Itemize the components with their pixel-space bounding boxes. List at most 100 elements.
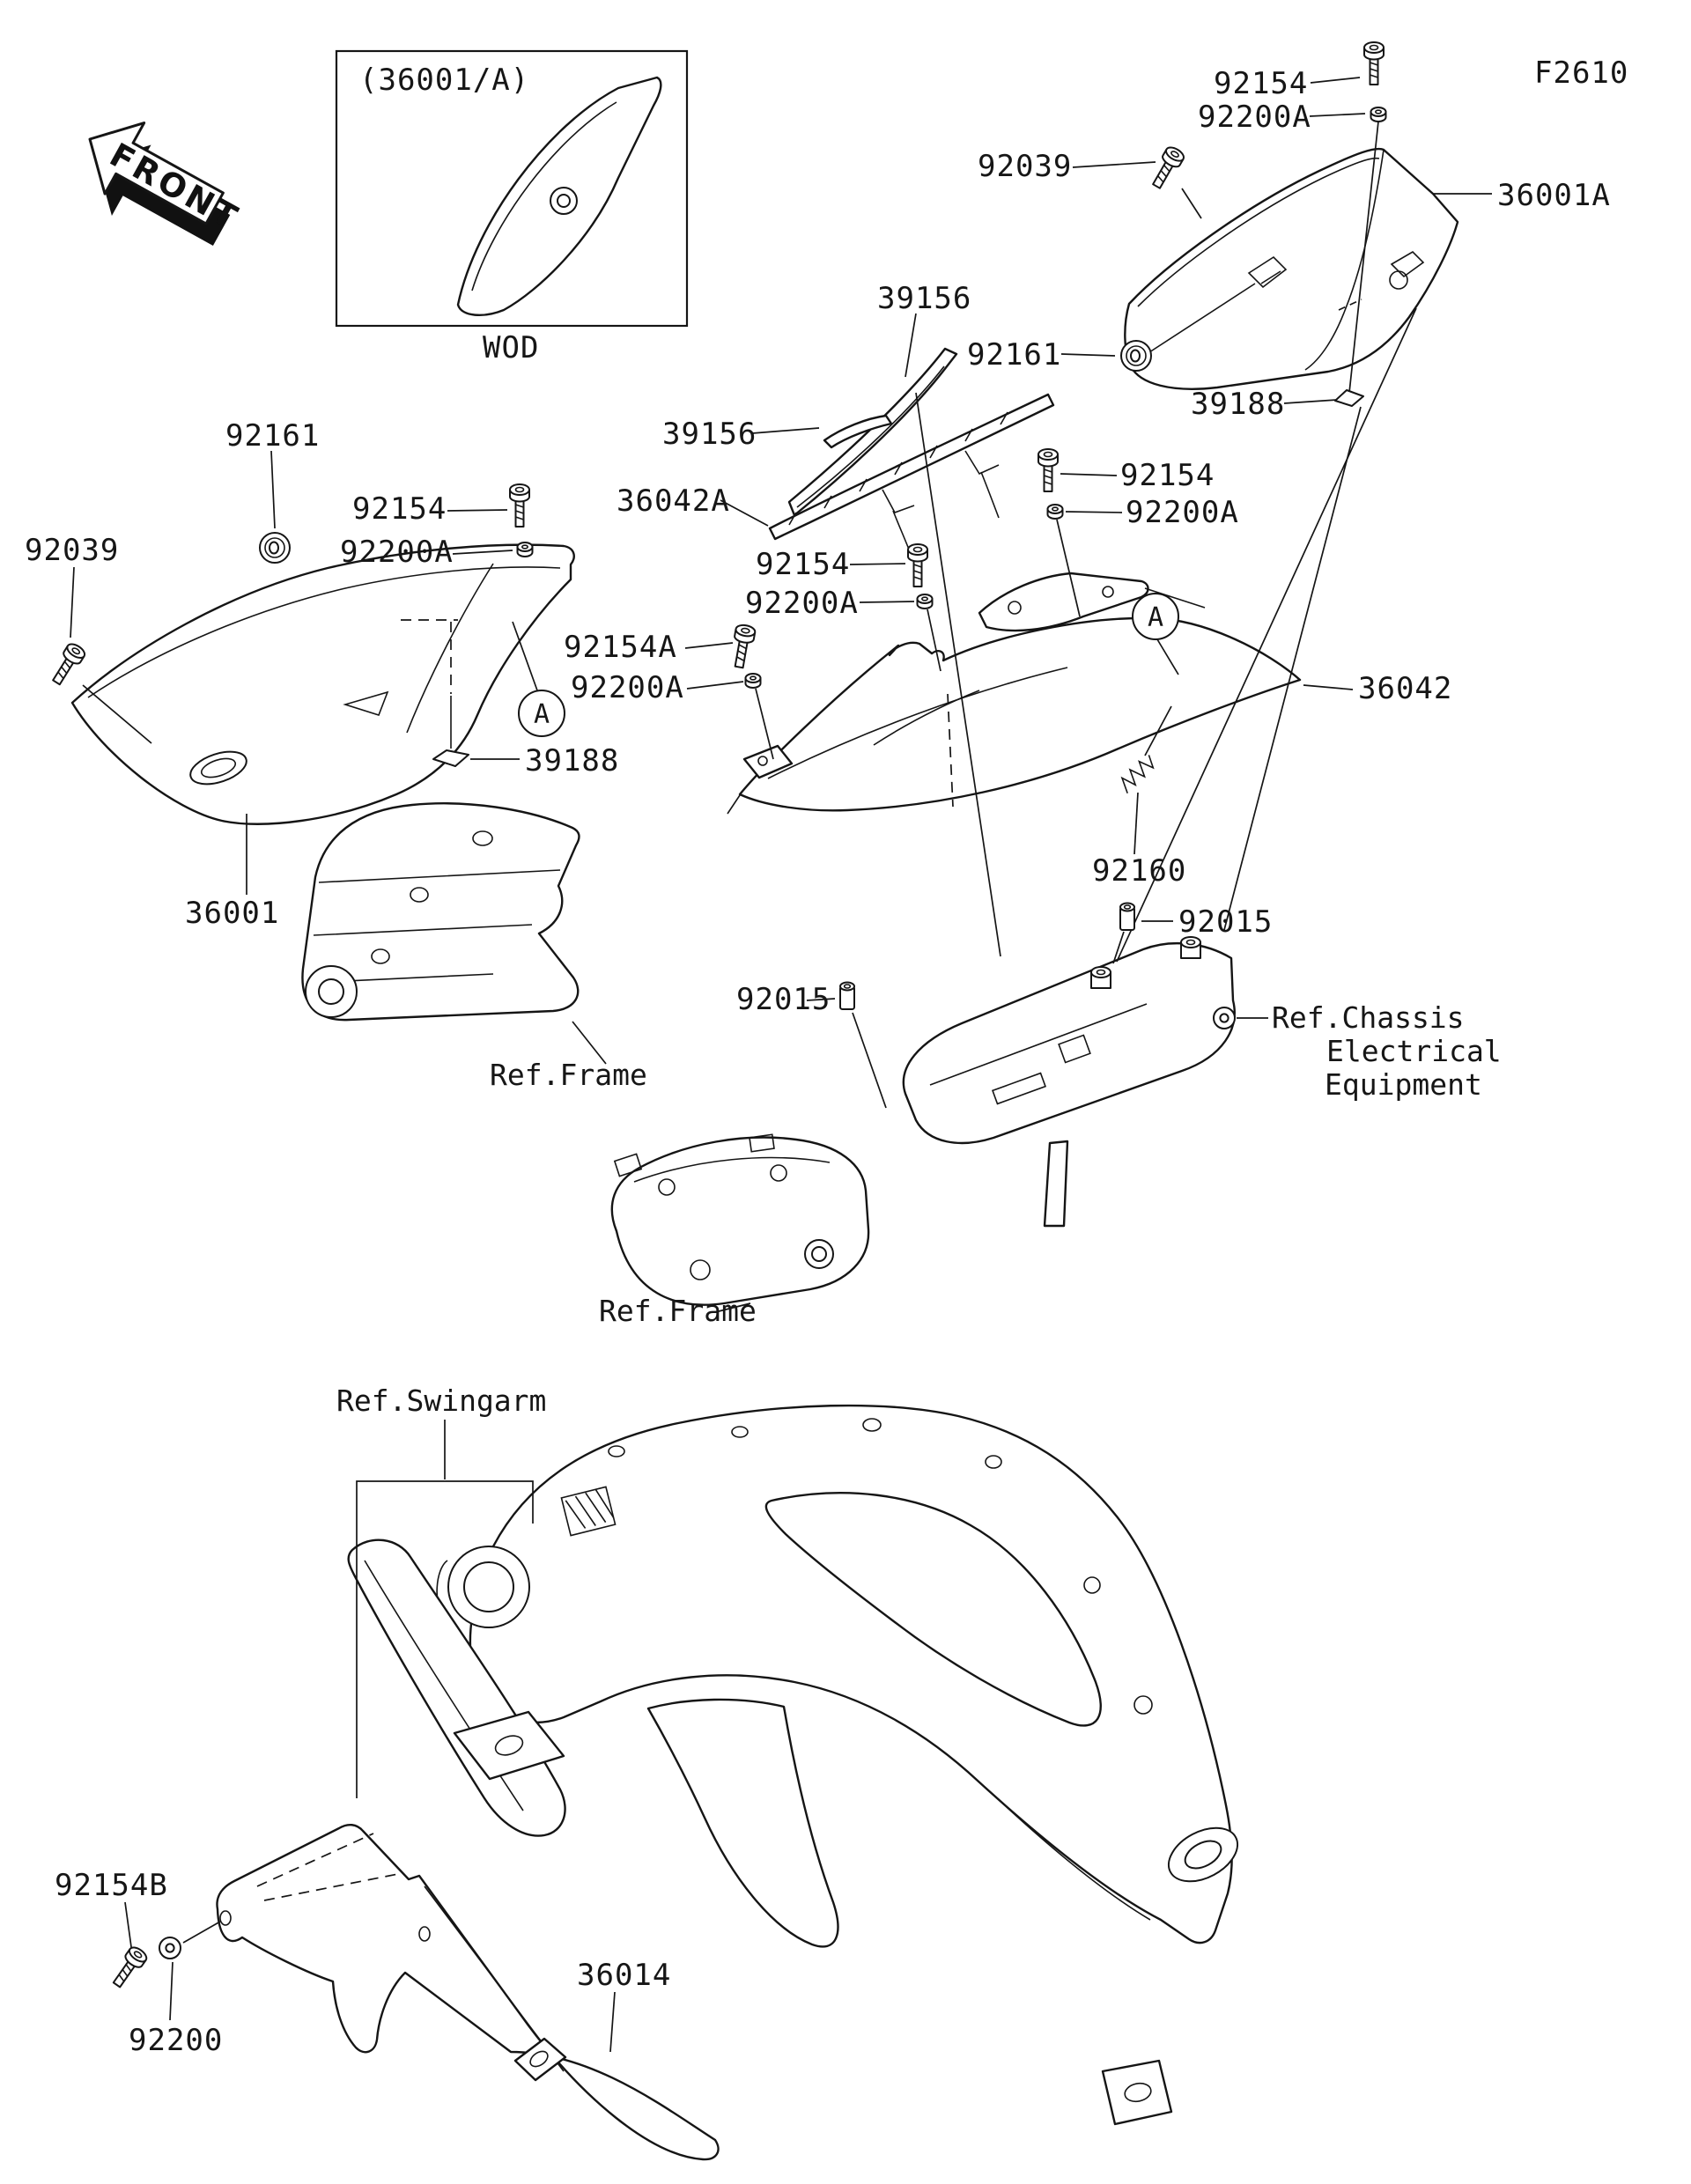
leader-line	[609, 1991, 616, 2053]
leader-line	[806, 998, 836, 1001]
label-ref-frame-upper: Ref.Frame	[490, 1058, 647, 1092]
leader-line	[70, 566, 75, 638]
label-ref-swingarm: Ref.Swingarm	[336, 1383, 546, 1418]
leader-line	[82, 684, 152, 744]
detail-marker-right: A	[1132, 593, 1179, 640]
leader-line	[572, 1021, 607, 1065]
label-ref-chassis: Ref.Chassis	[1272, 1000, 1465, 1035]
label-92200: 92200	[129, 2023, 223, 2058]
leader-line	[1072, 161, 1156, 168]
label-39156-left: 39156	[662, 417, 757, 452]
grommet-icon	[259, 532, 291, 564]
leader-line	[270, 450, 276, 529]
leader-line	[915, 392, 1001, 957]
label-ref-electrical: Electrical	[1326, 1034, 1502, 1068]
leader-line	[1133, 792, 1139, 855]
label-92161-left: 92161	[225, 418, 320, 454]
leader-line	[1144, 705, 1172, 756]
detail-a-right-label: A	[1148, 602, 1163, 633]
screw-icon	[907, 543, 928, 587]
leader-line	[1181, 188, 1202, 219]
leader-line	[1309, 113, 1366, 117]
screw-icon	[1037, 448, 1059, 492]
page-code: F2610	[1534, 55, 1628, 91]
leader-line	[169, 1961, 174, 2021]
damper-icon	[1334, 389, 1364, 407]
leader-line	[905, 313, 917, 378]
trim-strip-39156-long	[787, 347, 958, 517]
leader-line	[1060, 353, 1116, 357]
inset-detail-box	[335, 49, 689, 328]
leader-line	[1060, 473, 1118, 476]
leader-line	[124, 1901, 133, 1954]
chain-slider	[347, 1538, 566, 1837]
screw-icon	[1363, 41, 1385, 85]
frame-bracket-upper	[301, 802, 580, 1022]
label-92200A-a: 92200A	[571, 670, 684, 705]
collar-icon	[839, 981, 855, 1010]
label-92039-left: 92039	[25, 533, 119, 568]
label-92154-mid-left: 92154	[756, 547, 850, 582]
center-cover-36042	[727, 616, 1302, 815]
label-92154B: 92154B	[55, 1868, 168, 1903]
label-36042A: 36042A	[617, 483, 730, 519]
swingarm-ref-bracket	[356, 1480, 534, 1798]
label-92160: 92160	[1092, 853, 1186, 889]
leader-line	[452, 550, 513, 555]
chassis-electrical-tray	[902, 936, 1236, 1228]
leader-line	[1156, 638, 1179, 675]
nut-icon	[744, 673, 762, 689]
leader-line	[852, 1012, 887, 1109]
leader-line	[1310, 77, 1361, 84]
collar-icon	[1119, 902, 1135, 931]
leader-line	[1303, 684, 1354, 690]
screw-icon	[47, 640, 88, 689]
right-side-cover-36001A	[1124, 147, 1459, 390]
label-92039-top-right: 92039	[978, 149, 1072, 184]
grommet-icon	[1120, 340, 1152, 372]
leader-line	[751, 427, 820, 434]
nut-icon	[516, 542, 534, 557]
label-ref-equipment: Equipment	[1325, 1067, 1482, 1102]
label-92200A-mid-right: 92200A	[1126, 495, 1239, 530]
leader-line	[1112, 931, 1125, 964]
part-number-labels: F2610 (36001/A) WOD 92154 92200A 92039 3…	[25, 55, 1628, 2058]
label-39188-left: 39188	[525, 743, 619, 778]
detail-a-left-label: A	[534, 699, 550, 730]
label-39156-top: 39156	[877, 281, 971, 316]
label-92015-right: 92015	[1178, 904, 1273, 940]
label-36042: 36042	[1358, 671, 1452, 706]
leader-line	[1348, 121, 1379, 394]
spring-icon	[1116, 753, 1159, 794]
label-92154-top-right: 92154	[1214, 66, 1308, 101]
leader-line	[686, 681, 744, 690]
screw-icon	[728, 623, 757, 670]
washer-icon	[159, 1937, 181, 1959]
label-36001: 36001	[185, 896, 279, 931]
nut-icon	[916, 594, 934, 609]
leader-line	[684, 642, 734, 649]
label-92154-mid-right: 92154	[1120, 458, 1215, 493]
label-92161-mid: 92161	[967, 337, 1061, 373]
swingarm-drawing	[436, 1404, 1239, 2126]
label-92200A-mid-left: 92200A	[745, 586, 859, 621]
leader-line	[512, 621, 538, 691]
chain-cover-36014	[216, 1824, 720, 2161]
rear-subframe-block	[610, 1133, 870, 1306]
washer-icon	[1213, 1007, 1236, 1029]
left-side-cover-36001	[70, 543, 575, 825]
screw-icon	[1147, 144, 1187, 192]
inset-title: (36001/A)	[359, 63, 529, 98]
label-92200A-top-right: 92200A	[1198, 100, 1311, 135]
leader-line	[1283, 399, 1338, 404]
leader-line	[859, 601, 915, 603]
leader-line	[755, 688, 774, 760]
nut-icon	[1046, 504, 1064, 520]
leader-line	[1056, 519, 1081, 617]
label-39188-right: 39188	[1191, 387, 1285, 422]
seat-lock-bracket	[978, 572, 1206, 632]
leader-line	[714, 1302, 751, 1313]
front-direction-arrow-icon: FRONT	[88, 122, 247, 246]
